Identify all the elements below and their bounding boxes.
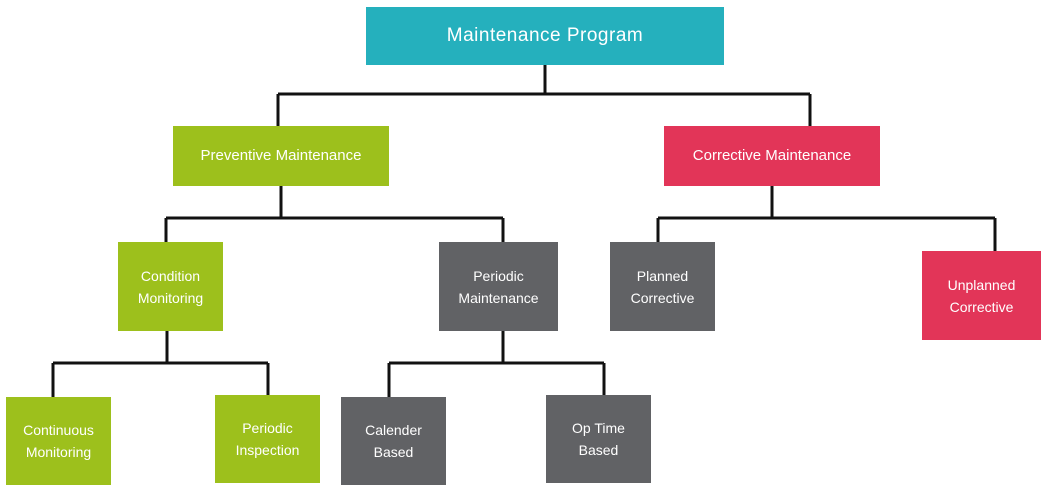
continuous-monitoring-node: Continuous Monitoring bbox=[6, 397, 111, 485]
maintenance-program-node: Maintenance Program bbox=[366, 7, 724, 65]
node-label-line-1: Unplanned bbox=[947, 276, 1016, 293]
node-label-line-1: Periodic bbox=[473, 267, 524, 284]
planned-corrective-node: Planned Corrective bbox=[610, 242, 715, 331]
periodic-inspection-node: Periodic Inspection bbox=[215, 395, 320, 483]
node-label-line-2: Corrective bbox=[630, 289, 695, 306]
node-label-line-1: Periodic bbox=[242, 420, 293, 436]
connector-periodic bbox=[387, 331, 606, 397]
connector-condition bbox=[51, 331, 270, 397]
node-label-line-2: Maintenance bbox=[458, 289, 539, 306]
node-label-line-2: Monitoring bbox=[25, 444, 92, 460]
node-label-line-2: Corrective bbox=[949, 298, 1014, 315]
node-label: Preventive Maintenance bbox=[200, 147, 362, 164]
node-label-line-1: Planned bbox=[636, 267, 689, 284]
node-label: Maintenance Program bbox=[446, 25, 644, 46]
preventive-maintenance-node: Preventive Maintenance bbox=[173, 126, 389, 186]
connector-preventive bbox=[164, 186, 505, 242]
op-time-based-node: Op Time Based bbox=[546, 395, 651, 483]
node-label-line-1: Calender bbox=[365, 422, 422, 438]
corrective-maintenance-node: Corrective Maintenance bbox=[664, 126, 880, 186]
node-label-line-2: Monitoring bbox=[137, 289, 204, 306]
node-label-line-2: Based bbox=[373, 444, 414, 460]
node-label-line-1: Continuous bbox=[23, 422, 94, 438]
condition-monitoring-node: Condition Monitoring bbox=[118, 242, 223, 331]
connector-root bbox=[276, 65, 812, 126]
calender-based-node: Calender Based bbox=[341, 397, 446, 485]
unplanned-corrective-node: Unplanned Corrective bbox=[922, 251, 1041, 340]
node-label-line-1: Condition bbox=[140, 267, 201, 284]
node-label-line-1: Op Time bbox=[572, 420, 625, 436]
node-label-line-2: Inspection bbox=[235, 442, 300, 458]
node-label-line-2: Based bbox=[578, 442, 619, 458]
periodic-maintenance-node: Periodic Maintenance bbox=[439, 242, 558, 331]
node-label: Corrective Maintenance bbox=[692, 147, 852, 164]
connector-corrective bbox=[656, 186, 997, 251]
